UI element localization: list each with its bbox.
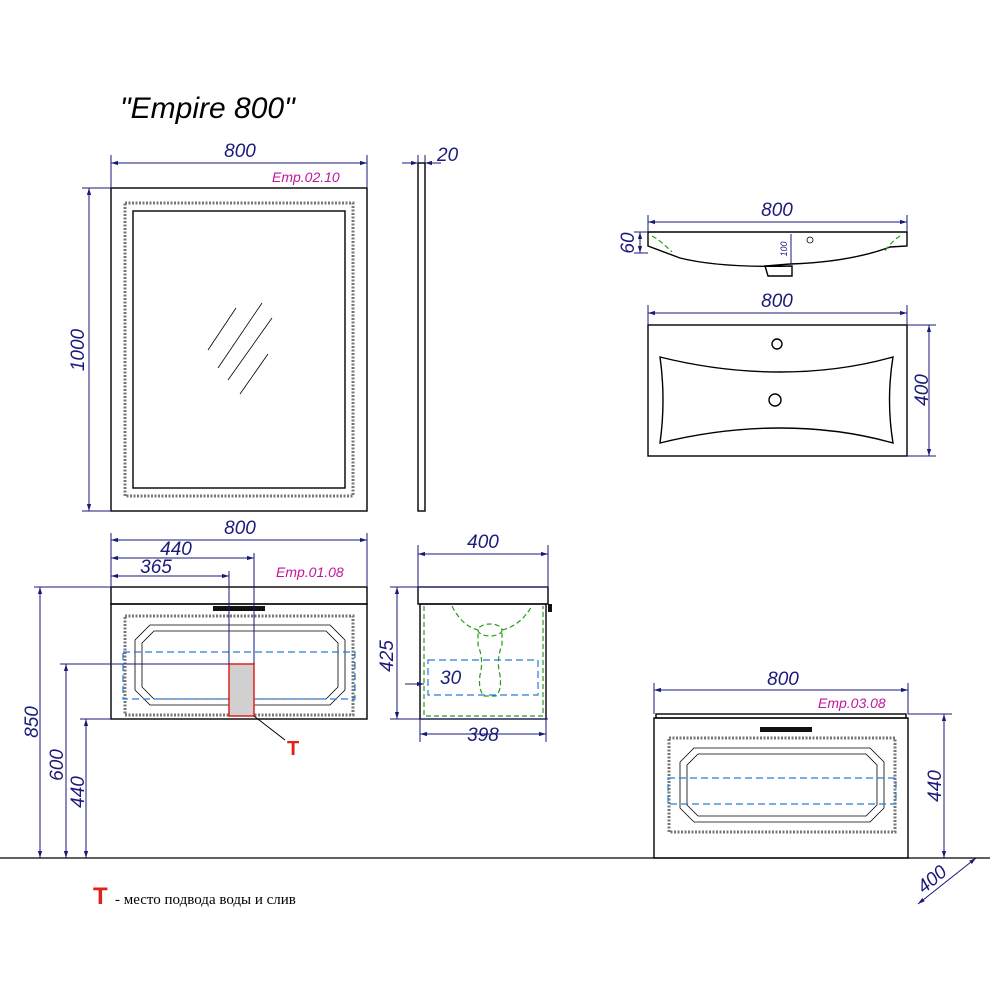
side-width-label: 400 — [467, 532, 499, 553]
basin-inner-label: 100 — [779, 241, 789, 256]
mirror-side-view: 20 — [402, 145, 459, 512]
basin-top-width-label: 800 — [761, 291, 793, 312]
drawing-title: "Empire 800" — [120, 92, 296, 125]
mirror-height-label: 1000 — [68, 328, 89, 371]
height-600-label: 600 — [47, 749, 68, 781]
mirror-code-label: Emp.02.10 — [272, 169, 340, 185]
pipe-offset-label: 30 — [440, 668, 462, 689]
cabinet-offset-b-label: 365 — [140, 557, 172, 578]
legend-text: - место подвода воды и слив — [115, 892, 296, 908]
basin-side-view: 800 60 100 — [618, 200, 908, 277]
front-height-label: 425 — [377, 640, 398, 672]
legend: T - место подвода воды и слив — [93, 883, 296, 910]
utility-zone-t-label: T — [287, 738, 299, 760]
mirror-front-view — [110, 187, 368, 512]
cabinet2-height-label: 440 — [925, 770, 946, 802]
cabinet-front-dimensions: 800 440 365 Emp.01.08 850 600 440 — [22, 518, 368, 858]
cabinet2-width-label: 800 — [767, 669, 799, 690]
drawer2-handle-icon — [760, 727, 812, 732]
cabinet-code-label: Emp.01.08 — [276, 564, 344, 580]
height-850-label: 850 — [22, 706, 43, 738]
cabinet-offset-a-label: 440 — [160, 539, 192, 560]
cabinet-front-view: T — [110, 586, 368, 760]
cabinet2-front-view — [653, 713, 909, 859]
cabinet2-code-label: Emp.03.08 — [818, 695, 886, 711]
cabinet-side-view: 400 398 425 30 — [377, 532, 552, 746]
basin-depth-label: 400 — [912, 374, 933, 406]
mirror-dimensions: 800 1000 Emp.02.10 — [68, 141, 368, 512]
cabinet2-depth-label: 400 — [914, 861, 952, 898]
height-440-label: 440 — [68, 776, 89, 808]
mirror-glare-icon — [207, 307, 237, 351]
mirror-width-label: 800 — [224, 141, 256, 162]
basin-top-view: 800 400 — [647, 291, 936, 457]
drawer-handle-icon — [213, 606, 265, 611]
legend-t-symbol: T — [93, 883, 108, 910]
basin-side-width-label: 800 — [761, 200, 793, 221]
side-inner-label: 398 — [467, 725, 499, 746]
utility-zone-marker — [228, 663, 255, 717]
basin-height-label: 60 — [618, 232, 639, 254]
mirror-depth-label: 20 — [436, 145, 459, 166]
cabinet2-dimensions: 800 Emp.03.08 440 400 — [653, 669, 977, 905]
cabinet-width-label: 800 — [224, 518, 256, 539]
